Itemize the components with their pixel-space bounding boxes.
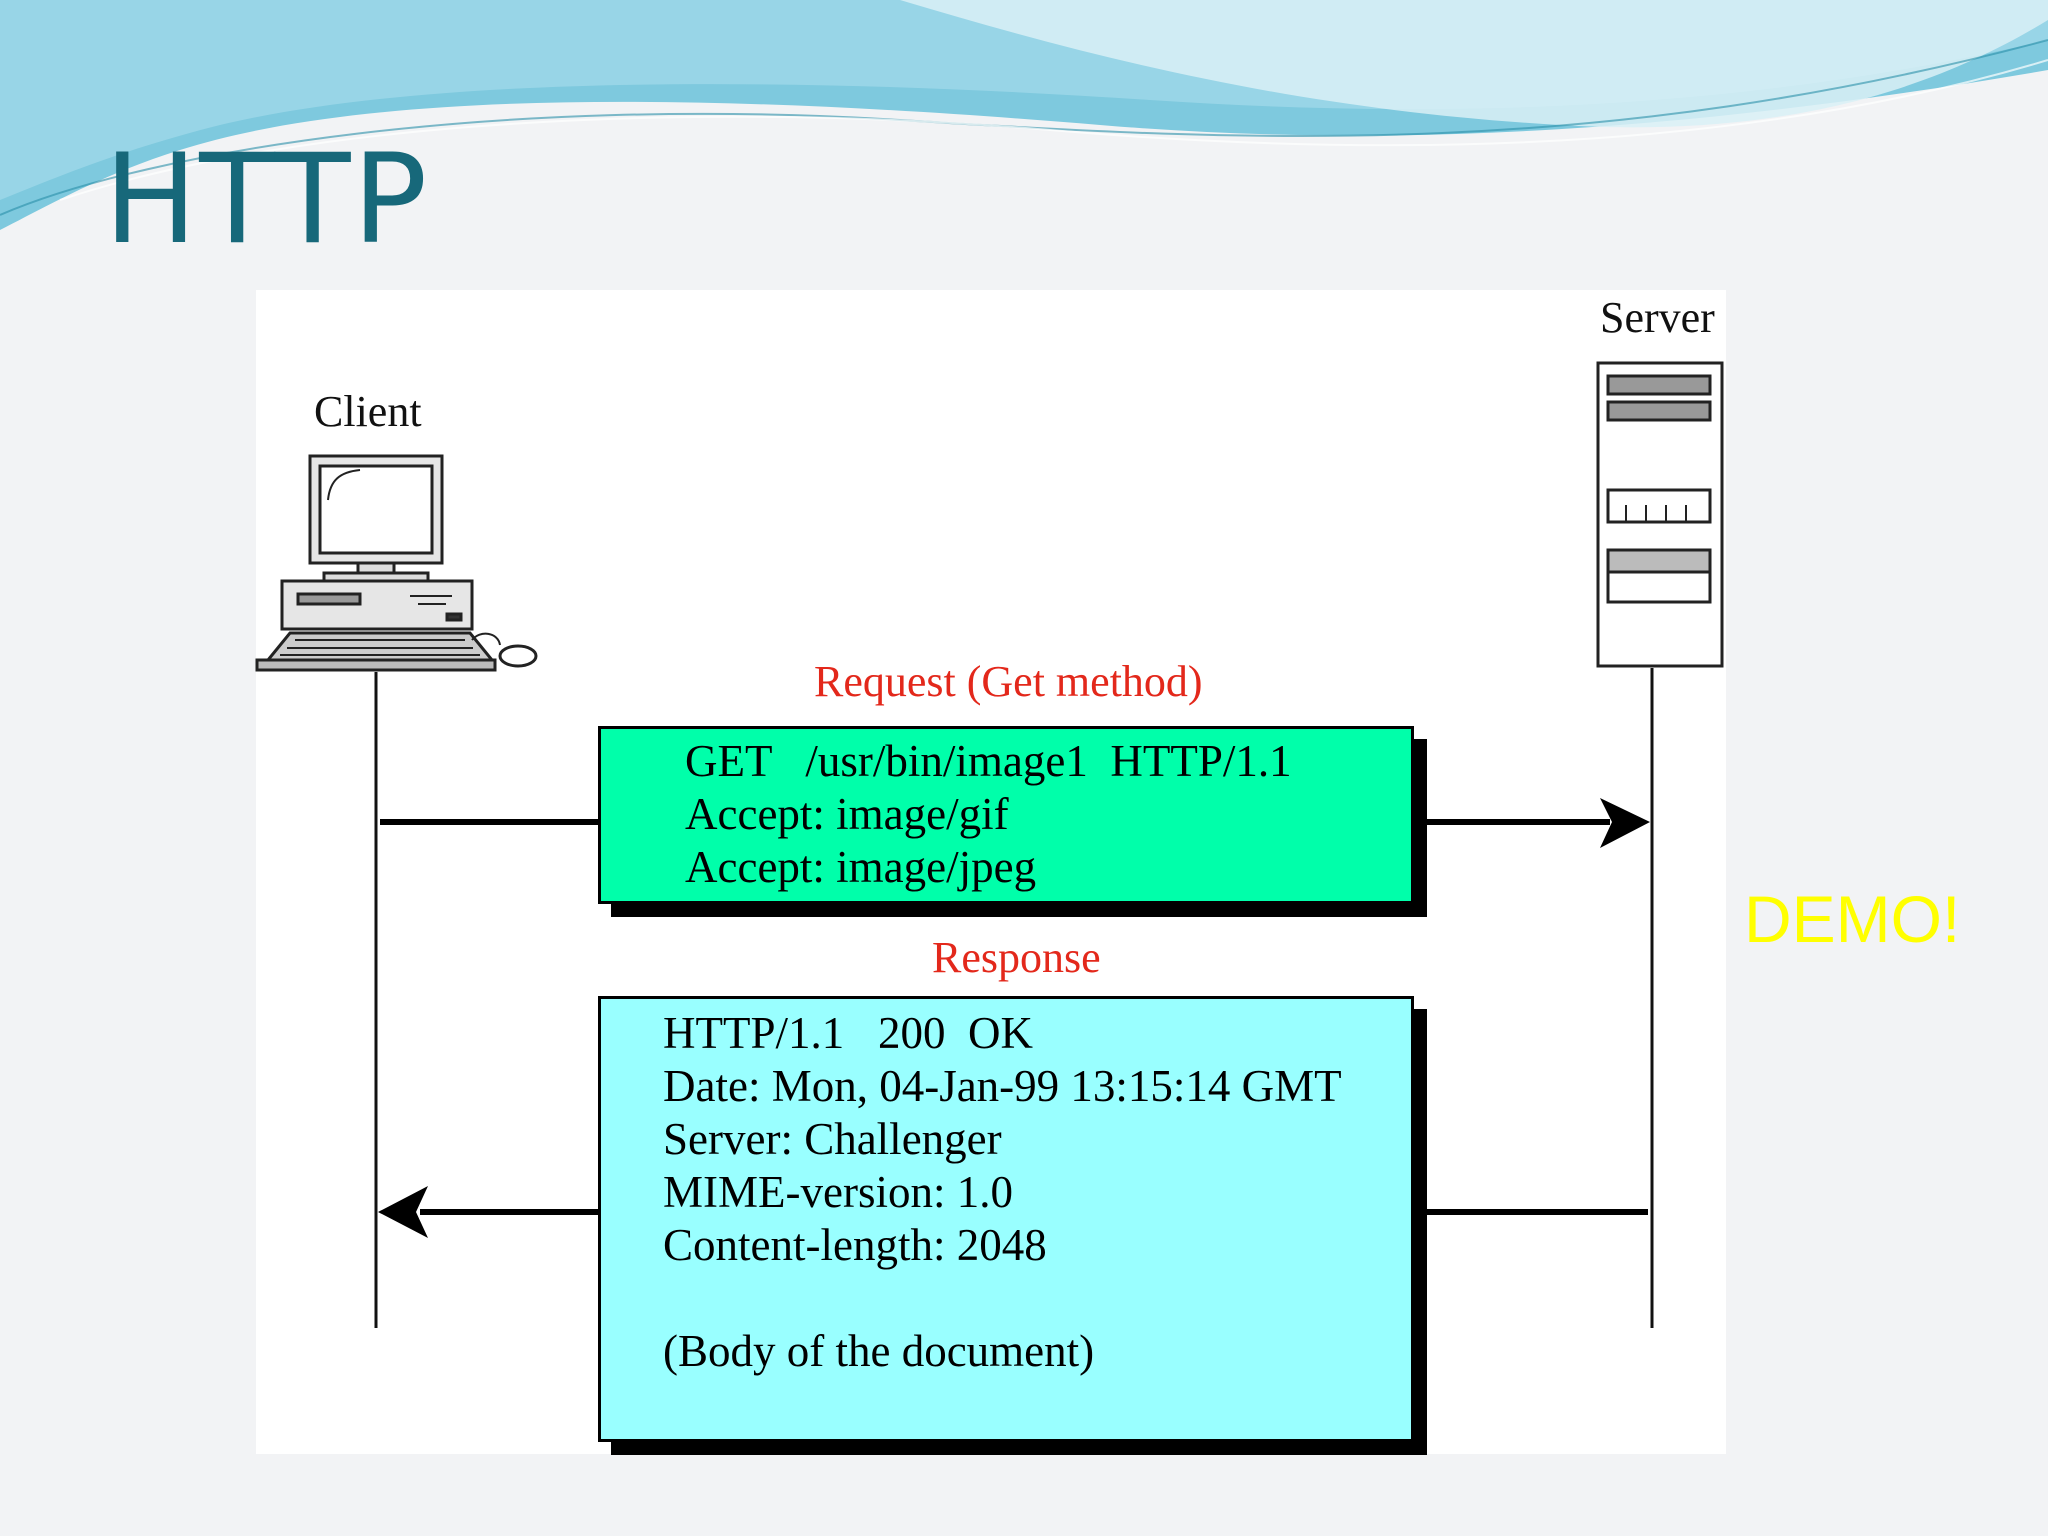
- response-line: Server: Challenger: [663, 1114, 1002, 1164]
- response-arrowhead-icon: [378, 1186, 428, 1238]
- header-wave-highlight: [900, 0, 2048, 128]
- response-blank-line: [663, 1272, 1411, 1325]
- slide-title: HTTP: [104, 128, 430, 272]
- server-tower-icon: [1596, 361, 1724, 668]
- response-line: MIME-version: 1.0: [663, 1167, 1013, 1217]
- request-message-box: GET /usr/bin/image1 HTTP/1.1 Accept: ima…: [598, 726, 1414, 904]
- header-wave-line-2: [59, 59, 2048, 201]
- request-arrowhead-icon: [1600, 798, 1650, 848]
- response-line: Content-length: 2048: [663, 1220, 1047, 1270]
- response-body-line: (Body of the document): [663, 1326, 1095, 1376]
- request-label: Request (Get method): [814, 657, 1203, 706]
- response-line: Date: Mon, 04-Jan-99 13:15:14 GMT: [663, 1061, 1342, 1111]
- client-computer-icon: [255, 454, 538, 672]
- response-line: HTTP/1.1 200 OK: [663, 1008, 1033, 1058]
- request-line: GET /usr/bin/image1 HTTP/1.1: [685, 736, 1292, 786]
- demo-label: DEMO!: [1744, 882, 1961, 956]
- request-line: Accept: image/gif: [685, 789, 1009, 839]
- client-label: Client: [314, 387, 422, 436]
- response-message-box: HTTP/1.1 200 OK Date: Mon, 04-Jan-99 13:…: [598, 996, 1414, 1442]
- response-label: Response: [932, 933, 1101, 982]
- request-line: Accept: image/jpeg: [685, 842, 1037, 892]
- server-label: Server: [1600, 293, 1715, 342]
